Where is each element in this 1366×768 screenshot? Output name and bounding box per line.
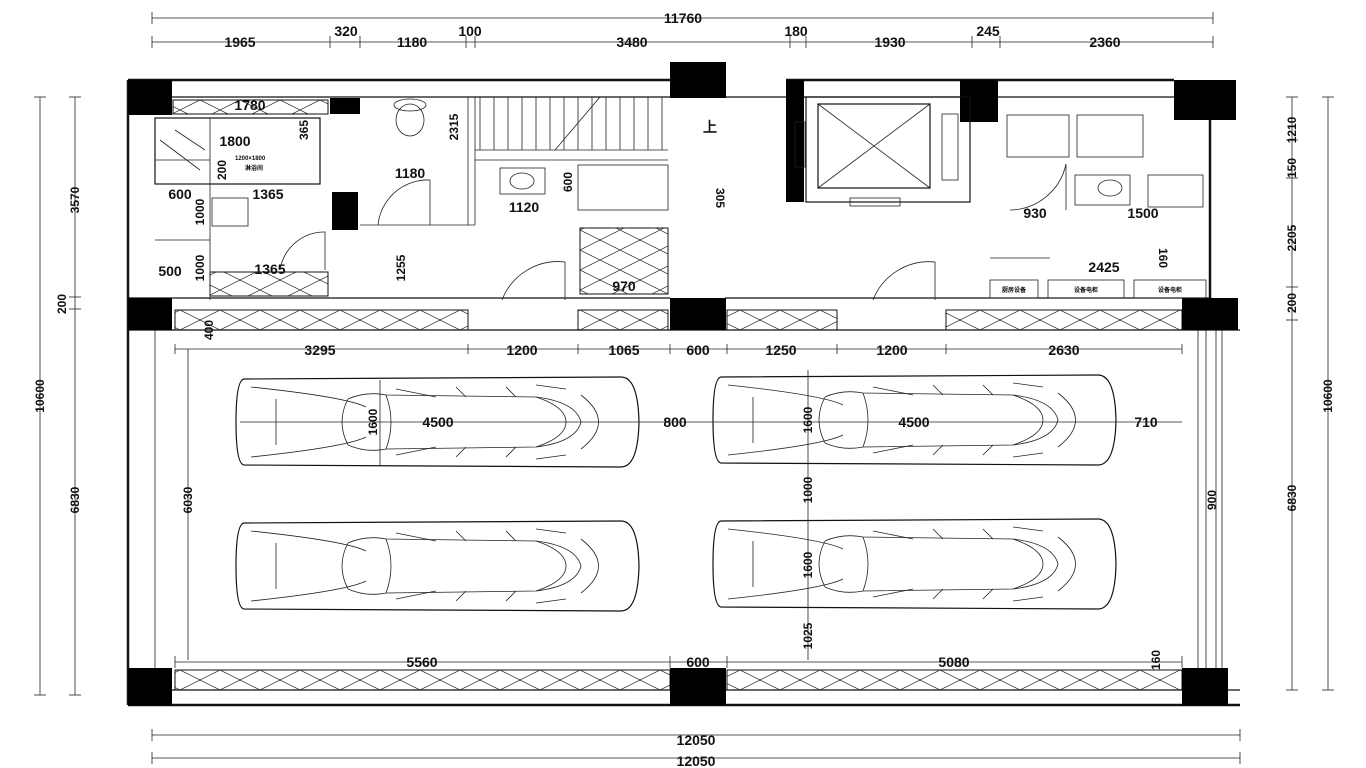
dim-right-outer: 10600 xyxy=(1321,379,1335,413)
dim-top-seg-4: 100 xyxy=(458,23,482,39)
car-width-left: 1600 xyxy=(366,408,380,435)
garage-area: 3295 1200 1065 600 1250 1200 2630 400 60… xyxy=(174,320,1219,670)
label-cabinet-1: 厨房设备 xyxy=(1002,286,1027,294)
dim-top-seg-8: 245 xyxy=(976,23,1000,39)
dim-top-seg-9: 2360 xyxy=(1089,34,1120,50)
garage-seg-3: 1065 xyxy=(608,342,639,358)
garage-wall-gap: 400 xyxy=(202,320,216,340)
label-up: 上 xyxy=(703,119,717,135)
label-cabinet-depth: 160 xyxy=(1156,248,1170,268)
label-sink-depth: 600 xyxy=(561,172,575,192)
bottom-dimensions: 12050 12050 xyxy=(151,729,1241,768)
label-corridor: 1180 xyxy=(395,165,426,181)
garage-seg-5: 1250 xyxy=(765,342,796,358)
label-lower-depth: 500 xyxy=(158,263,182,279)
dim-bottom-1: 12050 xyxy=(677,732,716,748)
label-cabinet-3: 设备电柜 xyxy=(1158,286,1182,294)
label-shower-size: 1200×1800 xyxy=(235,156,266,162)
dim-left-inner-1: 3570 xyxy=(68,186,82,213)
car-width-right-bottom: 1600 xyxy=(801,551,815,578)
dim-right-inner-2: 150 xyxy=(1285,158,1299,178)
garage-seg-1: 3295 xyxy=(304,342,335,358)
car-length-left: 4500 xyxy=(422,414,453,430)
label-cabinet-2: 设备电柜 xyxy=(1074,286,1098,294)
top-dimensions: 11760 1965 320 1180 100 3480 180 1930 24… xyxy=(151,10,1214,50)
label-door-depth: 1255 xyxy=(394,254,408,281)
garage-seg-2: 1200 xyxy=(506,342,537,358)
dim-top-seg-3: 1180 xyxy=(397,34,428,50)
right-gap: 710 xyxy=(1134,414,1158,430)
car-length-right: 4500 xyxy=(898,414,929,430)
car-width-right-top: 1600 xyxy=(801,406,815,433)
dim-top-seg-5: 3480 xyxy=(616,34,647,50)
right-dimensions: 1210 150 2205 200 6830 10600 xyxy=(1285,96,1335,691)
dim-left-inner-2: 200 xyxy=(55,294,69,314)
side-strip: 900 xyxy=(1205,490,1219,510)
car-bottom-left xyxy=(235,520,640,612)
row-gap: 1000 xyxy=(801,476,815,503)
label-lift-gap: 930 xyxy=(1023,205,1047,221)
garage-depth: 6030 xyxy=(181,486,195,513)
window-strips xyxy=(172,99,1183,691)
structural-columns xyxy=(128,62,1238,705)
dim-top-overall: 11760 xyxy=(664,10,702,26)
garage-bottom-seg-3: 5080 xyxy=(938,654,969,670)
garage-seg-4: 600 xyxy=(686,342,710,358)
label-sink-right: 1500 xyxy=(1127,205,1158,221)
label-bathroom-width: 1780 xyxy=(234,97,265,113)
label-lower-width: 1365 xyxy=(254,261,285,277)
label-dressing-side: 1000 xyxy=(193,198,207,225)
label-storage: 970 xyxy=(612,278,636,294)
label-lower-side: 1000 xyxy=(193,254,207,281)
garage-corner: 160 xyxy=(1149,650,1163,670)
bottom-gap: 1025 xyxy=(801,622,815,649)
garage-bottom-seg-2: 600 xyxy=(686,654,710,670)
left-dimensions: 10600 3570 200 6830 xyxy=(33,96,82,696)
service-rooms: 1780 1800 365 1200×1800 淋浴间 200 600 1365… xyxy=(154,96,1207,301)
dim-right-inner-3: 2205 xyxy=(1285,224,1299,251)
dim-bottom-2: 12050 xyxy=(677,753,716,768)
dim-left-inner-3: 6830 xyxy=(68,486,82,513)
dim-top-seg-7: 1930 xyxy=(874,34,905,50)
label-shower-depth: 365 xyxy=(297,120,311,140)
dim-left-outer: 10600 xyxy=(33,379,47,413)
label-stair-depth: 2315 xyxy=(447,113,461,140)
dim-right-inner-4: 200 xyxy=(1285,293,1299,313)
dim-top-seg-2: 320 xyxy=(334,23,358,39)
label-shower: 1800 xyxy=(219,133,250,149)
label-dressing-width: 1365 xyxy=(252,186,283,202)
label-cabinet-run: 2425 xyxy=(1088,259,1119,275)
label-shower-side: 200 xyxy=(215,160,229,180)
dim-top-seg-6: 180 xyxy=(784,23,808,39)
label-vanity-depth: 600 xyxy=(168,186,192,202)
car-bottom-right xyxy=(712,518,1117,610)
garage-seg-7: 2630 xyxy=(1048,342,1079,358)
dim-right-inner-5: 6830 xyxy=(1285,484,1299,511)
label-sink-width: 1120 xyxy=(509,199,540,215)
garage-bottom-seg-1: 5560 xyxy=(406,654,437,670)
garage-seg-6: 1200 xyxy=(876,342,907,358)
label-shower-name: 淋浴间 xyxy=(245,164,263,172)
label-step: 305 xyxy=(713,188,727,208)
dim-top-seg-1: 1965 xyxy=(224,34,255,50)
dim-right-inner-1: 1210 xyxy=(1285,116,1299,143)
aisle-gap: 800 xyxy=(663,414,687,430)
